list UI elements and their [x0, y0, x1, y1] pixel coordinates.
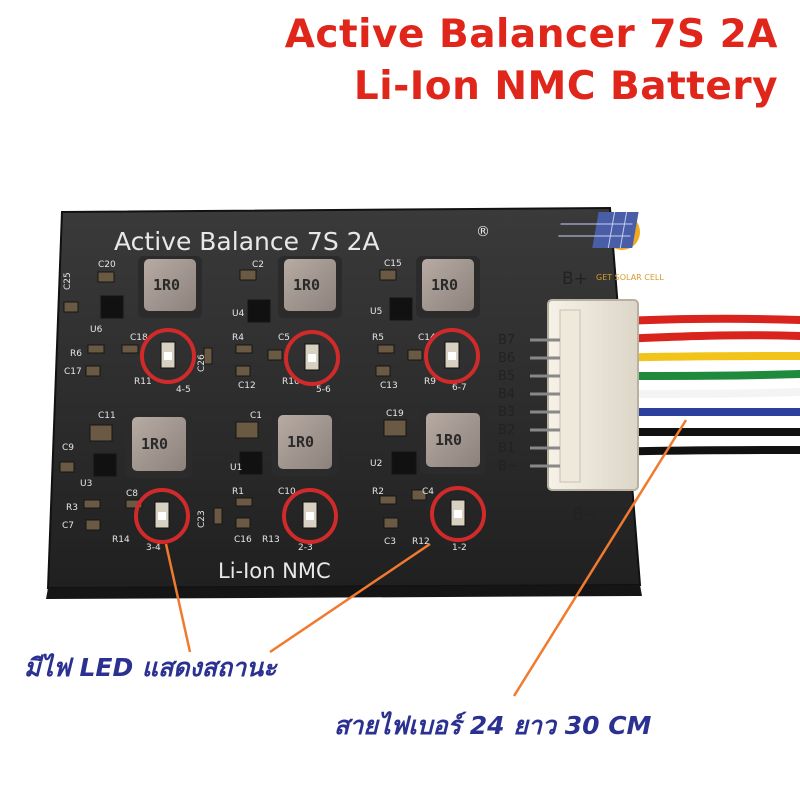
silk-label: C23	[197, 510, 207, 528]
terminal-negative: B−	[572, 505, 598, 525]
wire-connector	[530, 299, 639, 491]
cell-label: 6-7	[452, 383, 467, 393]
led	[154, 501, 170, 529]
inductor: 1R0	[416, 256, 480, 318]
pin-labels: B+ B7 B6 B5 B4 B3 B2 B1 B− B−	[498, 269, 598, 525]
silk-label: U1	[230, 463, 242, 473]
cable-annotation: สายไฟเบอร์ 24 ยาว 30 CM	[334, 711, 652, 740]
cell-label: 1-2	[452, 543, 467, 553]
board-heading: Active Balance 7S 2A	[114, 227, 380, 256]
silk-label: U4	[232, 309, 245, 319]
silk-label: C20	[98, 260, 116, 270]
silk-label: C13	[380, 381, 398, 391]
silk-label: C16	[234, 535, 252, 545]
silk-label: C15	[384, 259, 402, 269]
pin-label: B7	[498, 333, 515, 348]
led-highlight-circles	[134, 328, 486, 544]
pin-label: B4	[498, 387, 515, 402]
silk-label: C12	[238, 381, 256, 391]
silk-label: R12	[412, 537, 430, 547]
inductor-marking: 1R0	[153, 276, 180, 294]
silk-label: R2	[372, 487, 384, 497]
inductor: 1R0	[272, 412, 338, 476]
silk-label: R10	[282, 377, 300, 387]
inductor: 1R0	[278, 256, 342, 318]
pin-label: B5	[498, 369, 515, 384]
smd-components	[59, 269, 427, 531]
silk-label: C4	[422, 487, 434, 497]
board-footer: Li-Ion NMC	[218, 559, 331, 583]
silk-label: R1	[232, 487, 244, 497]
pin-label: B6	[498, 351, 515, 366]
silk-label: U3	[80, 479, 92, 489]
silk-label: C14	[418, 333, 436, 343]
silk-label: R4	[232, 333, 244, 343]
silk-label: C19	[386, 409, 404, 419]
inductor: 1R0	[138, 256, 202, 318]
cell-label: 2-3	[298, 543, 313, 553]
status-leds	[154, 341, 466, 529]
brand-logo: GET SOLAR CELL	[558, 212, 664, 282]
title-line-2: Li-Ion NMC Battery	[353, 64, 778, 109]
silk-label: R11	[134, 377, 152, 387]
title-line-1: Active Balancer 7S 2A	[284, 12, 778, 57]
terminal-positive: B+	[562, 269, 588, 289]
led	[450, 499, 466, 527]
pin-label: B2	[498, 423, 515, 438]
led	[302, 501, 318, 529]
pin-label: B−	[498, 459, 518, 474]
silk-label: C9	[62, 443, 74, 453]
silk-label: U6	[90, 325, 103, 335]
cell-label: 4-5	[176, 385, 191, 395]
led	[444, 341, 460, 369]
solar-panel-icon	[592, 212, 639, 248]
led	[304, 343, 320, 371]
cell-label: 3-4	[146, 543, 161, 553]
inductor: 1R0	[420, 410, 486, 474]
silk-label: C3	[384, 537, 396, 547]
inductor-marking: 1R0	[435, 431, 462, 449]
silk-label: R9	[424, 377, 436, 387]
silk-label: C18	[130, 333, 148, 343]
inductor: 1R0	[126, 414, 192, 478]
led	[160, 341, 176, 369]
cell-label: 5-6	[316, 385, 331, 395]
silkscreen-labels: C20 C25 U6 R6 C18 C17 R11 C2 U4 R4 C5 C2…	[62, 259, 467, 553]
silk-label: C7	[62, 521, 74, 531]
silk-label: C2	[252, 260, 264, 270]
inductor-row-bottom: 1R0 1R0 1R0	[126, 410, 486, 478]
silk-label: C25	[63, 272, 73, 290]
silk-label: R13	[262, 535, 280, 545]
silk-label: C8	[126, 489, 138, 499]
inductor-marking: 1R0	[293, 276, 320, 294]
annotation-arrows	[164, 419, 688, 697]
led-status-annotation: มีไฟ LED แสดงสถานะ	[24, 653, 277, 682]
silk-label: R14	[112, 535, 130, 545]
pin-label: B1	[498, 441, 515, 456]
inductor-marking: 1R0	[141, 435, 168, 453]
inductor-row-top: 1R0 1R0 1R0	[138, 256, 480, 318]
silk-label: C17	[64, 367, 82, 377]
silk-label: R6	[70, 349, 82, 359]
silk-label: C10	[278, 487, 296, 497]
silk-label: C26	[197, 354, 207, 372]
logo-text: GET SOLAR CELL	[596, 273, 664, 282]
inductor-marking: 1R0	[431, 276, 458, 294]
registered-mark: ®	[476, 224, 490, 240]
silk-label: C1	[250, 411, 262, 421]
silk-label: R5	[372, 333, 384, 343]
silk-label: R3	[66, 503, 78, 513]
silk-label: C11	[98, 411, 116, 421]
inductor-marking: 1R0	[287, 433, 314, 451]
pin-label: B3	[498, 405, 515, 420]
silk-label: U5	[370, 307, 382, 317]
silk-label: C5	[278, 333, 290, 343]
silk-label: U2	[370, 459, 382, 469]
